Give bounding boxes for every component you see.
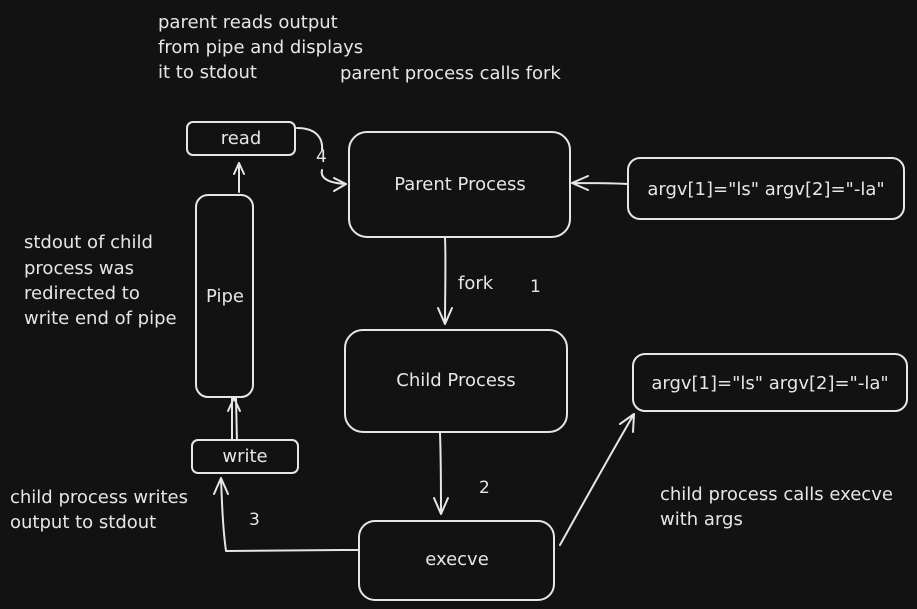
args-top-label: argv[1]="ls" argv[2]="-la" [647, 179, 884, 200]
parent-process-label: Parent Process [394, 174, 526, 195]
parent-process-box [348, 131, 571, 238]
note-line: output to stdout [10, 512, 156, 533]
pipe-to-read-arrow [233, 162, 245, 193]
execve-to-args-arrow [559, 413, 635, 546]
fork-edge-label: fork [458, 273, 494, 294]
step-number-4: 4 [316, 147, 327, 167]
connectors [213, 127, 635, 552]
child-to-execve-arrow [433, 432, 449, 515]
pipe-node: Pipe [195, 194, 254, 398]
note-line: child process writes [10, 487, 188, 508]
note-line: it to stdout [158, 62, 257, 83]
note-parent-reads: parent reads output from pipe and displa… [158, 12, 363, 83]
note-child-writes: child process writes output to stdout [10, 487, 188, 533]
child-process-node: Child Process [344, 329, 568, 433]
parent-process-node: Parent Process [348, 131, 571, 238]
note-line: process was [24, 258, 134, 279]
step-number-3: 3 [249, 510, 260, 530]
note-stdout-redirected: stdout of child process was redirected t… [24, 232, 177, 329]
child-process-box [344, 329, 568, 433]
write-node: write [191, 439, 299, 474]
fork-arrow [437, 237, 453, 325]
args-top-node: argv[1]="ls" argv[2]="-la" [627, 157, 905, 220]
step-number-2: 2 [479, 478, 490, 498]
args-right-box [632, 353, 908, 412]
note-line: with args [660, 509, 743, 530]
note-line: stdout of child [24, 232, 153, 253]
execve-to-write-arrow [213, 477, 359, 552]
step-number-1: 1 [530, 277, 541, 297]
args-top-box [627, 157, 905, 220]
pipe-box [195, 194, 254, 398]
note-line: write end of pipe [24, 308, 177, 329]
read-to-parent-arrow [296, 127, 347, 192]
args-right-label: argv[1]="ls" argv[2]="-la" [651, 373, 888, 394]
note-line: from pipe and displays [158, 37, 363, 58]
write-label: write [222, 446, 267, 467]
note-line: child process calls execve [660, 484, 893, 505]
write-box [191, 439, 299, 474]
child-process-label: Child Process [396, 370, 515, 391]
note-line: redirected to [24, 283, 140, 304]
read-label: read [221, 128, 262, 149]
read-box [186, 121, 296, 156]
note-child-calls-execve: child process calls execve with args [660, 484, 893, 530]
execve-box [358, 520, 555, 601]
args-right-node: argv[1]="ls" argv[2]="-la" [632, 353, 908, 412]
args-to-parent-arrow [571, 175, 629, 191]
read-node: read [186, 121, 296, 156]
execve-node: execve [358, 520, 555, 601]
pipe-label: Pipe [206, 286, 244, 307]
note-line: parent reads output [158, 12, 338, 33]
execve-label: execve [425, 549, 489, 570]
write-to-pipe-arrow [227, 397, 241, 444]
note-parent-calls-fork: parent process calls fork [340, 63, 561, 84]
